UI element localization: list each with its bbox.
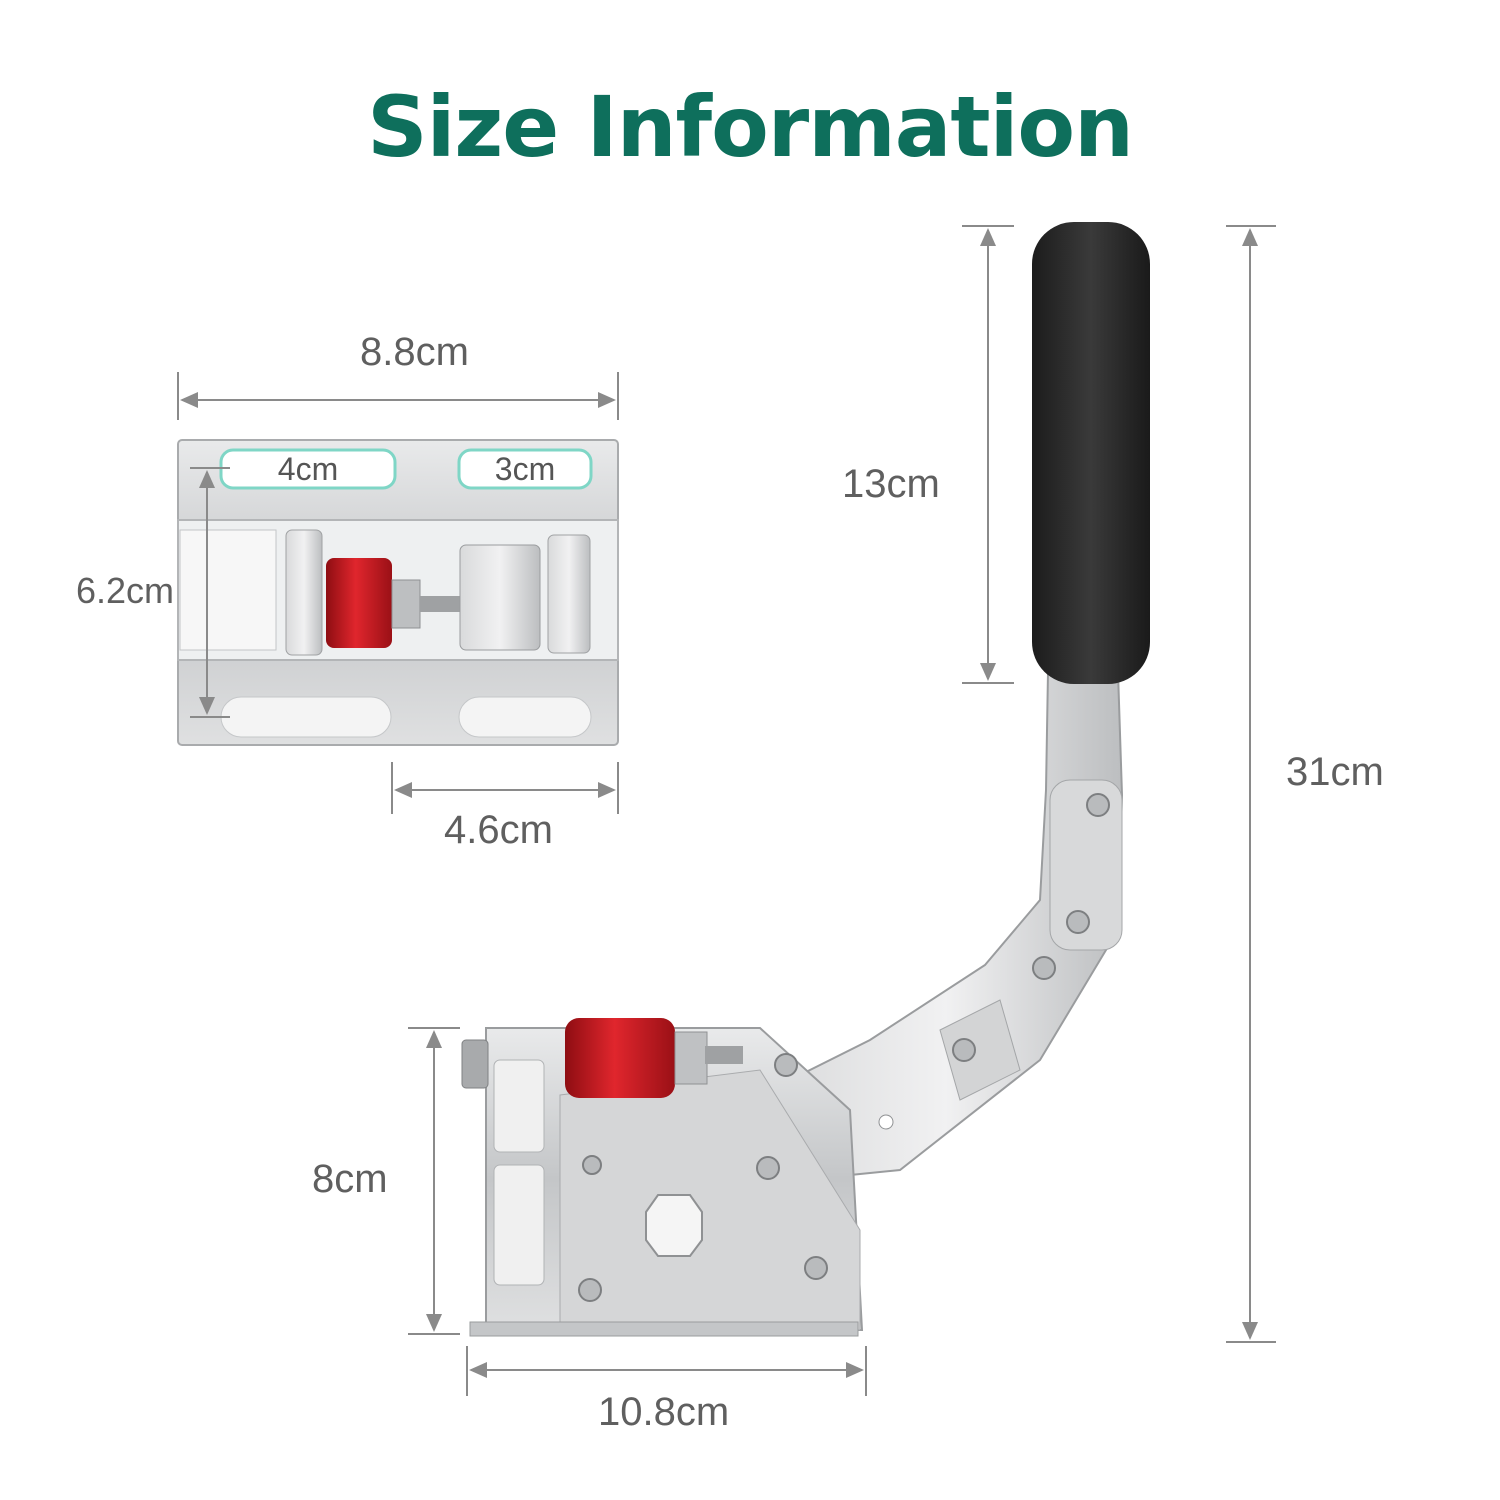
screws bbox=[578, 793, 1110, 1302]
slot-left-bottom bbox=[220, 696, 392, 738]
grip-handle bbox=[1032, 222, 1150, 684]
slot-right-label: 3cm bbox=[494, 451, 556, 487]
adjust-knob bbox=[461, 1039, 489, 1089]
octagon-hole bbox=[645, 1194, 703, 1257]
slot-right-top bbox=[457, 448, 593, 490]
base-foot bbox=[469, 1321, 859, 1337]
side-view-handbrake bbox=[461, 222, 1150, 1337]
pivot-mechanism bbox=[459, 544, 541, 651]
red-spring-top bbox=[326, 558, 392, 648]
threaded-rod-top bbox=[420, 596, 470, 612]
width-label-8-8cm: 8.8cm bbox=[360, 330, 469, 374]
base-slot-upper bbox=[493, 1059, 545, 1153]
red-spring-side bbox=[565, 1018, 675, 1098]
grip-label-13cm: 13cm bbox=[842, 462, 940, 506]
slot-left-label: 4cm bbox=[277, 451, 339, 487]
offset-label-4-6cm: 4.6cm bbox=[444, 808, 553, 852]
base-slot-lower bbox=[493, 1164, 545, 1286]
base-side-plate bbox=[559, 1069, 861, 1331]
height-label-6-2cm: 6.2cm bbox=[76, 570, 175, 611]
lever-joint-plate bbox=[939, 999, 1021, 1101]
total-height-label-31cm: 31cm bbox=[1286, 750, 1384, 794]
base-width-label-10-8cm: 10.8cm bbox=[598, 1390, 730, 1434]
left-roller bbox=[285, 529, 323, 656]
nut-side bbox=[674, 1031, 708, 1085]
slot-right-bottom bbox=[458, 696, 592, 738]
base-height-label-8cm: 8cm bbox=[312, 1157, 388, 1201]
side-view-dimensions bbox=[408, 225, 1276, 1396]
left-block bbox=[179, 529, 277, 651]
nut-top bbox=[391, 579, 421, 629]
threaded-rod-side bbox=[705, 1046, 743, 1064]
lever-hole bbox=[878, 1114, 894, 1130]
top-view-bracket bbox=[177, 439, 619, 746]
right-roller bbox=[547, 534, 591, 654]
page-title: Size Information bbox=[367, 78, 1134, 176]
lever-upper-plate bbox=[1049, 779, 1123, 951]
top-view-dimensions bbox=[177, 372, 619, 814]
